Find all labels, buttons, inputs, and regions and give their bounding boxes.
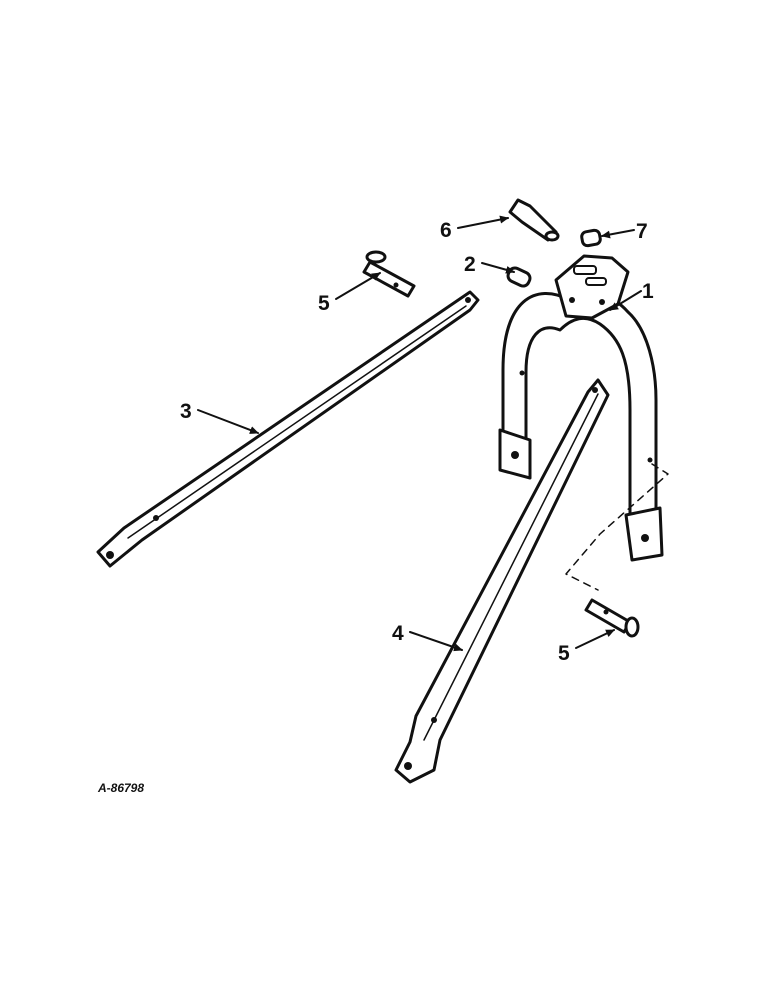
bushing-2 xyxy=(506,266,532,288)
callout-5-upper: 5 xyxy=(318,292,330,315)
brace-bar-4 xyxy=(394,378,610,784)
figure-id: A-86798 xyxy=(97,781,144,795)
assembly-dashed-line xyxy=(565,463,669,591)
callout-1: 1 xyxy=(642,280,654,303)
bushing-7 xyxy=(580,228,602,248)
callout-5-lower: 5 xyxy=(558,642,570,665)
callout-3: 3 xyxy=(180,400,192,423)
pin-5-upper xyxy=(362,250,416,298)
u-frame-1 xyxy=(498,254,664,562)
brace-bar-3 xyxy=(96,290,480,568)
callout-2: 2 xyxy=(464,253,476,276)
hitch-pin-6 xyxy=(508,198,560,242)
callout-7: 7 xyxy=(636,220,648,243)
callout-4: 4 xyxy=(392,622,404,645)
callout-6: 6 xyxy=(440,219,452,242)
leader-lines xyxy=(197,215,642,652)
pin-5-lower xyxy=(584,598,640,638)
